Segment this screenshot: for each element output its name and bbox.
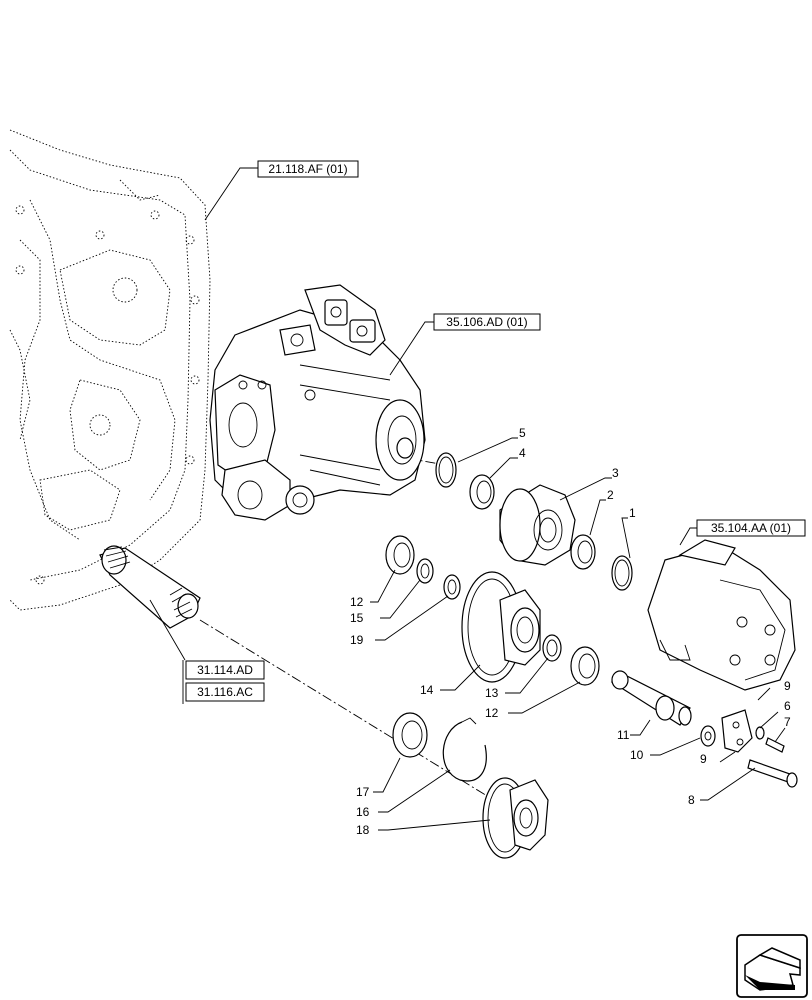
ref-label-hydraulic-pump: 35.106.AD (01) (446, 315, 527, 329)
ref-label-shaft-2: 31.116.AC (197, 685, 253, 699)
gear-18 (482, 777, 549, 859)
washer-10 (700, 725, 716, 747)
bearing-2 (570, 534, 596, 570)
ref-label-shaft-1: 31.114.AD (197, 663, 253, 677)
hydraulic-pump (209, 284, 426, 521)
snap-ring-1 (611, 555, 633, 591)
bolt-7 (765, 737, 785, 753)
callout-6: 6 (784, 699, 791, 713)
callout-16: 16 (356, 805, 370, 819)
callout-2: 2 (607, 488, 614, 502)
callout-numbers: 5 4 3 2 1 12 15 19 14 13 12 11 10 9 6 7 … (350, 426, 791, 837)
callout-5: 5 (519, 426, 526, 440)
callout-12-upper: 12 (350, 595, 364, 609)
ref-box-hydraulic-pump[interactable]: 35.106.AD (01) (433, 313, 541, 331)
callout-15: 15 (350, 611, 364, 625)
callout-18: 18 (356, 823, 370, 837)
aux-pump (647, 539, 796, 691)
callout-10: 10 (630, 748, 644, 762)
ref-label-aux-pump: 35.104.AA (01) (711, 521, 791, 535)
callout-9-upper: 9 (784, 679, 791, 693)
next-page-arrow-icon[interactable] (736, 934, 808, 998)
washer-6 (755, 726, 765, 740)
callout-3: 3 (612, 466, 619, 480)
leader-lines (149, 167, 786, 831)
shaft-11 (610, 670, 692, 726)
bearing-17 (392, 712, 428, 758)
ring-15 (416, 558, 434, 584)
transmission-housing (9, 129, 211, 611)
splined-shaft (99, 545, 201, 629)
bushing-13 (542, 634, 562, 662)
callout-14: 14 (420, 683, 434, 697)
bolt-8 (747, 759, 798, 788)
ring-19 (443, 574, 461, 600)
callout-12-lower: 12 (485, 706, 499, 720)
ref-label-housing: 21.118.AF (01) (268, 162, 347, 176)
bearing-12-lower (570, 646, 600, 686)
callout-17: 17 (356, 785, 370, 799)
center-axis-line (199, 619, 511, 811)
snap-ring-16 (442, 717, 487, 782)
callout-8: 8 (688, 793, 695, 807)
gear-3 (499, 484, 576, 566)
snap-ring-5 (435, 452, 457, 488)
callout-1: 1 (629, 506, 636, 520)
ref-box-aux-pump[interactable]: 35.104.AA (01) (696, 519, 806, 537)
callout-19: 19 (350, 633, 364, 647)
plate-9 (721, 709, 753, 753)
callout-13: 13 (485, 686, 499, 700)
callout-4: 4 (519, 446, 526, 460)
gear-14 (461, 571, 541, 683)
callout-11: 11 (617, 728, 630, 742)
ref-box-housing[interactable]: 21.118.AF (01) (257, 160, 359, 178)
bearing-4 (469, 474, 495, 510)
callout-9-lower: 9 (700, 752, 707, 766)
callout-7: 7 (784, 715, 791, 729)
ref-box-shaft[interactable]: 31.114.AD 31.116.AC (182, 660, 265, 704)
bearing-12-upper (385, 535, 415, 575)
